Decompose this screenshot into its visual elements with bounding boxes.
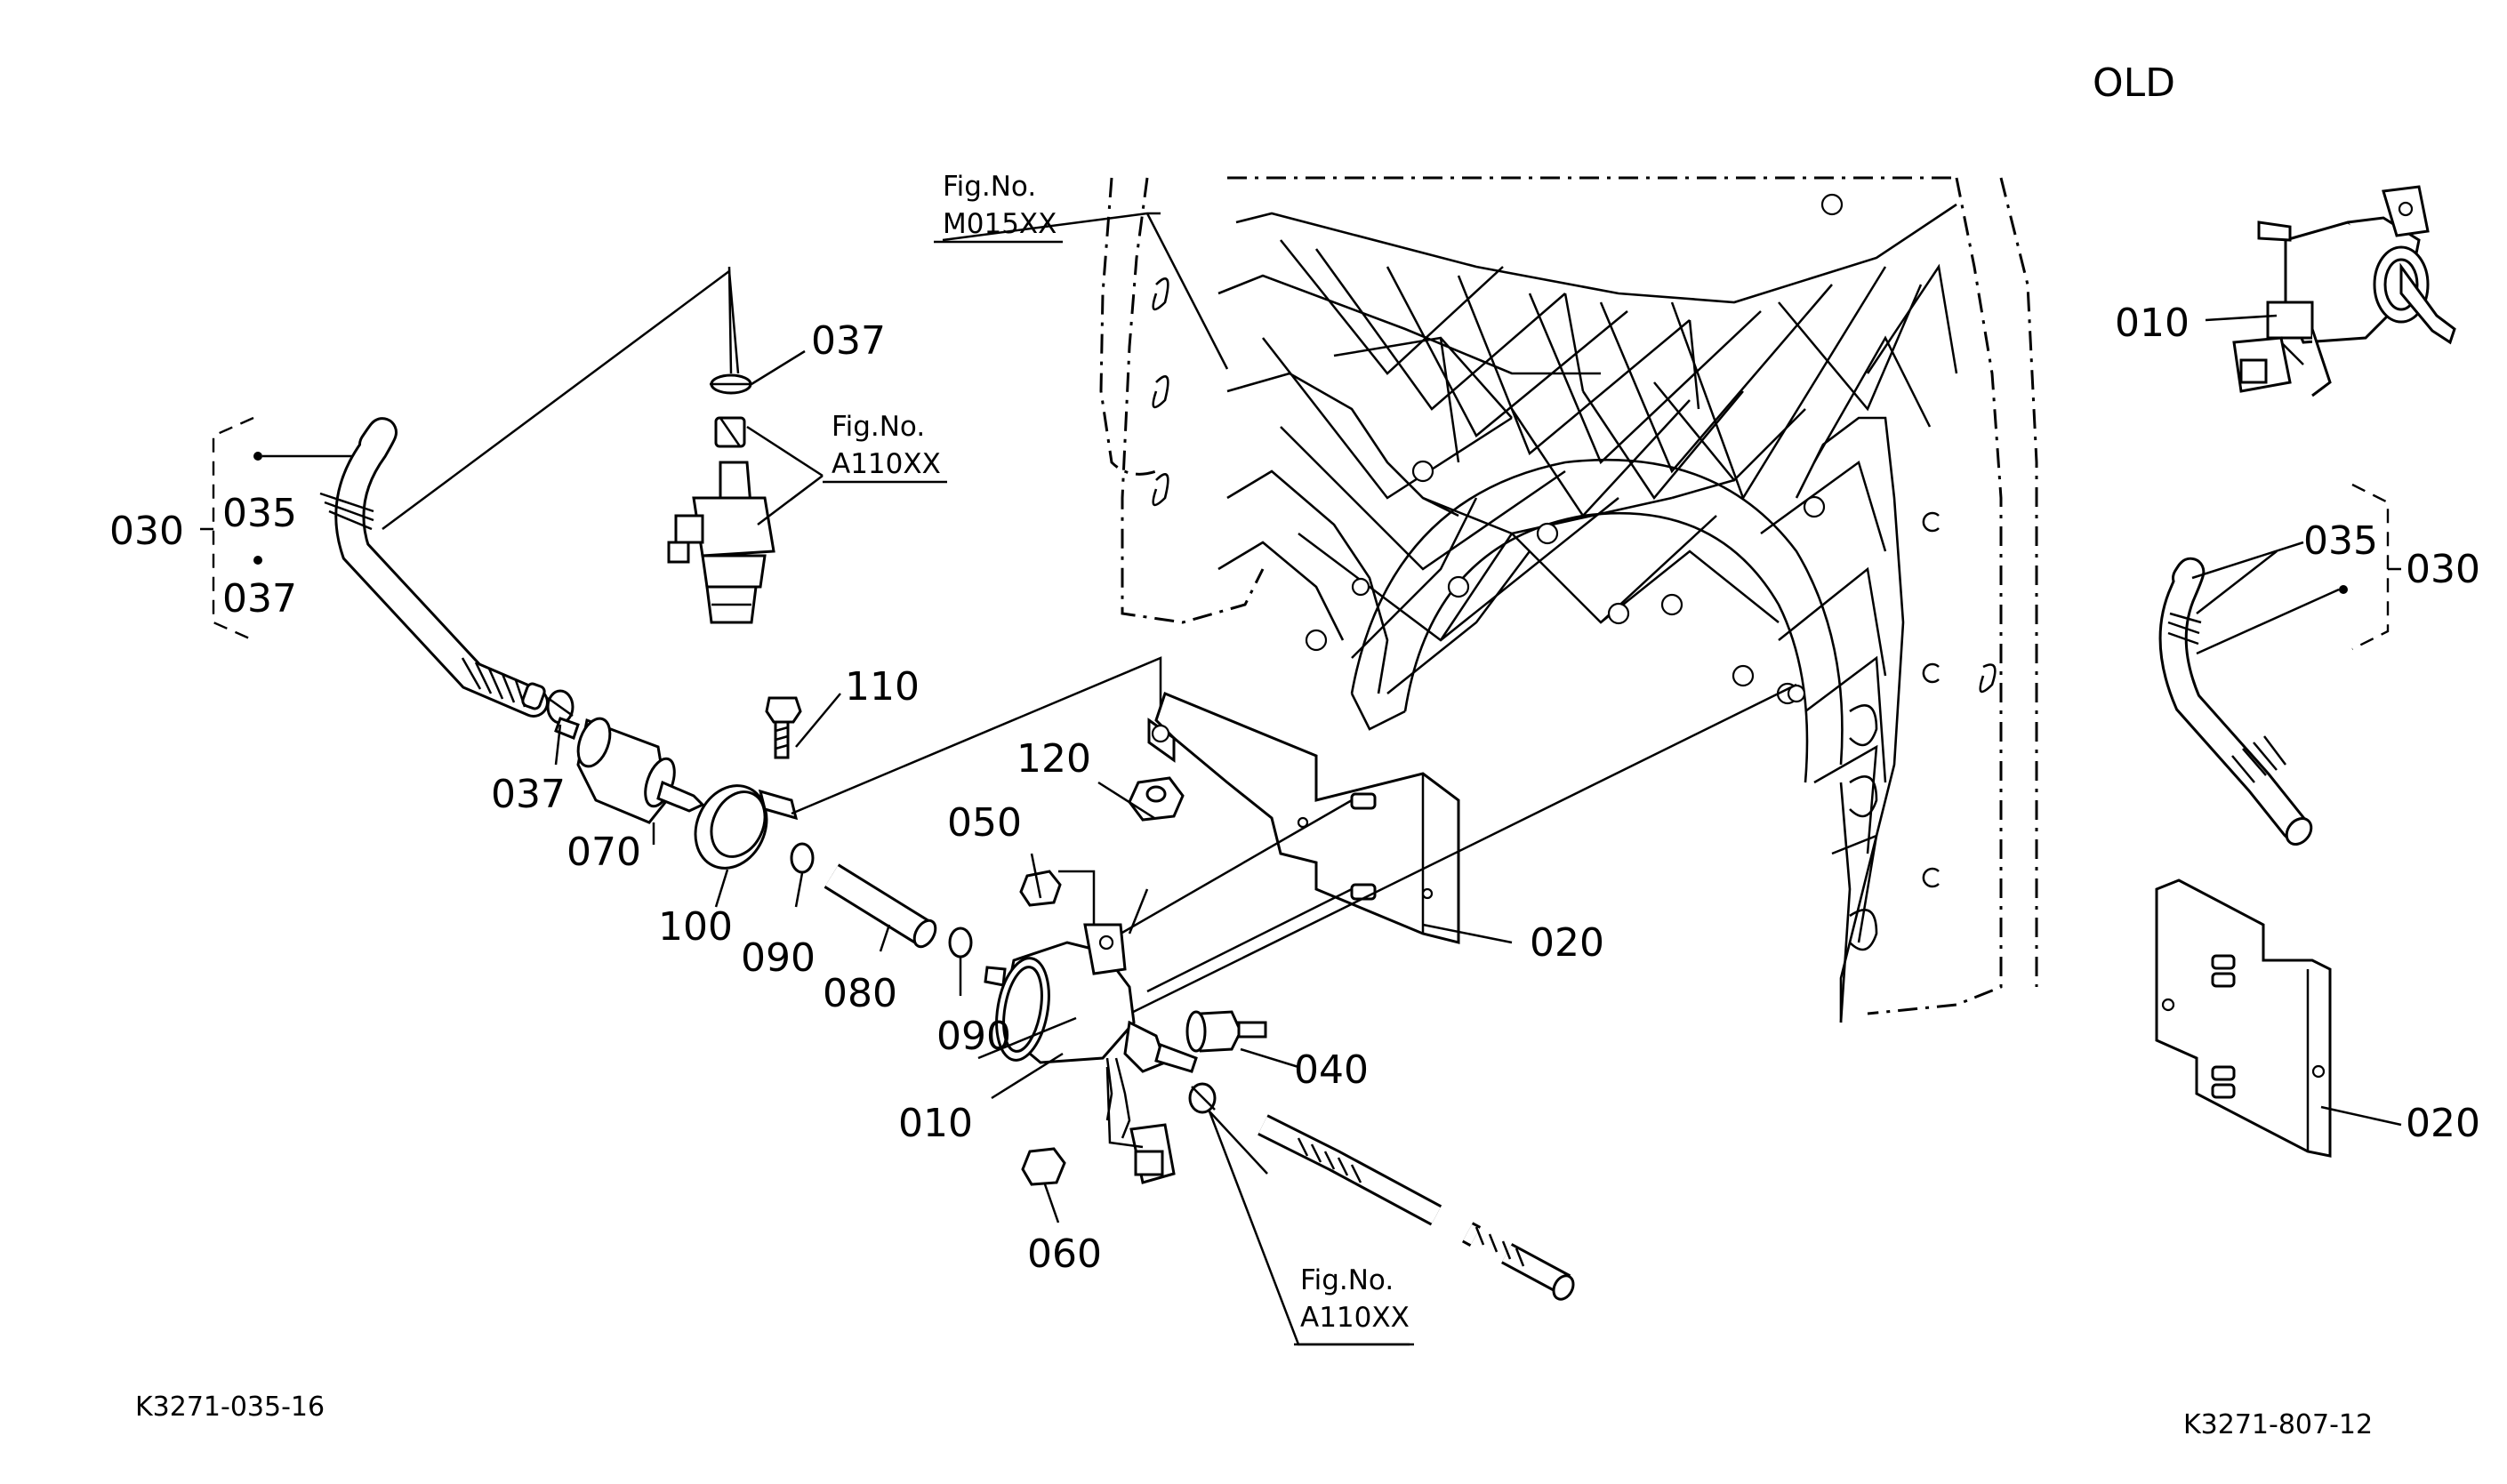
fig-ref-m015-line2: M015XX: [943, 208, 1057, 240]
valve-assembly-a110: [667, 266, 775, 624]
callout-020-old: 020: [2406, 1101, 2480, 1146]
callout-037-left: 037: [222, 576, 297, 622]
callout-030-left: 030: [109, 509, 184, 554]
callout-020-main: 020: [1530, 920, 1604, 966]
callout-090-a: 090: [741, 935, 816, 981]
drawing-code-right: K3271-807-12: [2183, 1409, 2373, 1440]
old-variant-group: [2155, 185, 2456, 1158]
fuel-line-parts: [546, 656, 1162, 959]
callout-110: 110: [845, 664, 920, 710]
callout-010-main: 010: [898, 1101, 973, 1146]
drawing-code-left: K3271-035-16: [135, 1392, 325, 1423]
bullet-dot: [2339, 585, 2348, 594]
variant-label-old: OLD: [2093, 60, 2175, 106]
callout-070: 070: [566, 830, 641, 875]
callout-040: 040: [1294, 1047, 1369, 1093]
callout-080: 080: [823, 971, 897, 1016]
callout-030-old: 030: [2406, 547, 2480, 592]
callout-050: 050: [947, 800, 1022, 846]
pump-assembly: [984, 683, 1797, 1346]
fig-ref-a110-bottom-line2: A110XX: [1300, 1302, 1410, 1334]
hose-030-group: [200, 269, 740, 718]
labels: OLD Fig.No. M015XX Fig.No. A110XX Fig.No…: [109, 60, 2480, 1440]
fig-ref-a110-top-line2: A110XX: [832, 448, 941, 480]
bullet-dot: [253, 556, 262, 565]
callout-060: 060: [1027, 1231, 1102, 1277]
fig-ref-a110-bottom-line1: Fig.No.: [1300, 1264, 1394, 1296]
callout-010-old: 010: [2115, 301, 2190, 346]
callout-037-mid: 037: [491, 772, 566, 817]
callout-035-left: 035: [222, 491, 297, 536]
callout-037-top: 037: [811, 318, 886, 364]
callout-035-old: 035: [2303, 518, 2378, 564]
fig-ref-a110-top-line1: Fig.No.: [832, 411, 925, 443]
fig-ref-m015-line1: Fig.No.: [943, 171, 1036, 203]
bullet-dot: [253, 452, 262, 461]
callout-120: 120: [1016, 736, 1091, 782]
callout-100: 100: [658, 904, 733, 950]
callout-090-b: 090: [936, 1014, 1011, 1059]
leader-lines: [554, 212, 2304, 1223]
machine-frame: [1099, 176, 2038, 1023]
